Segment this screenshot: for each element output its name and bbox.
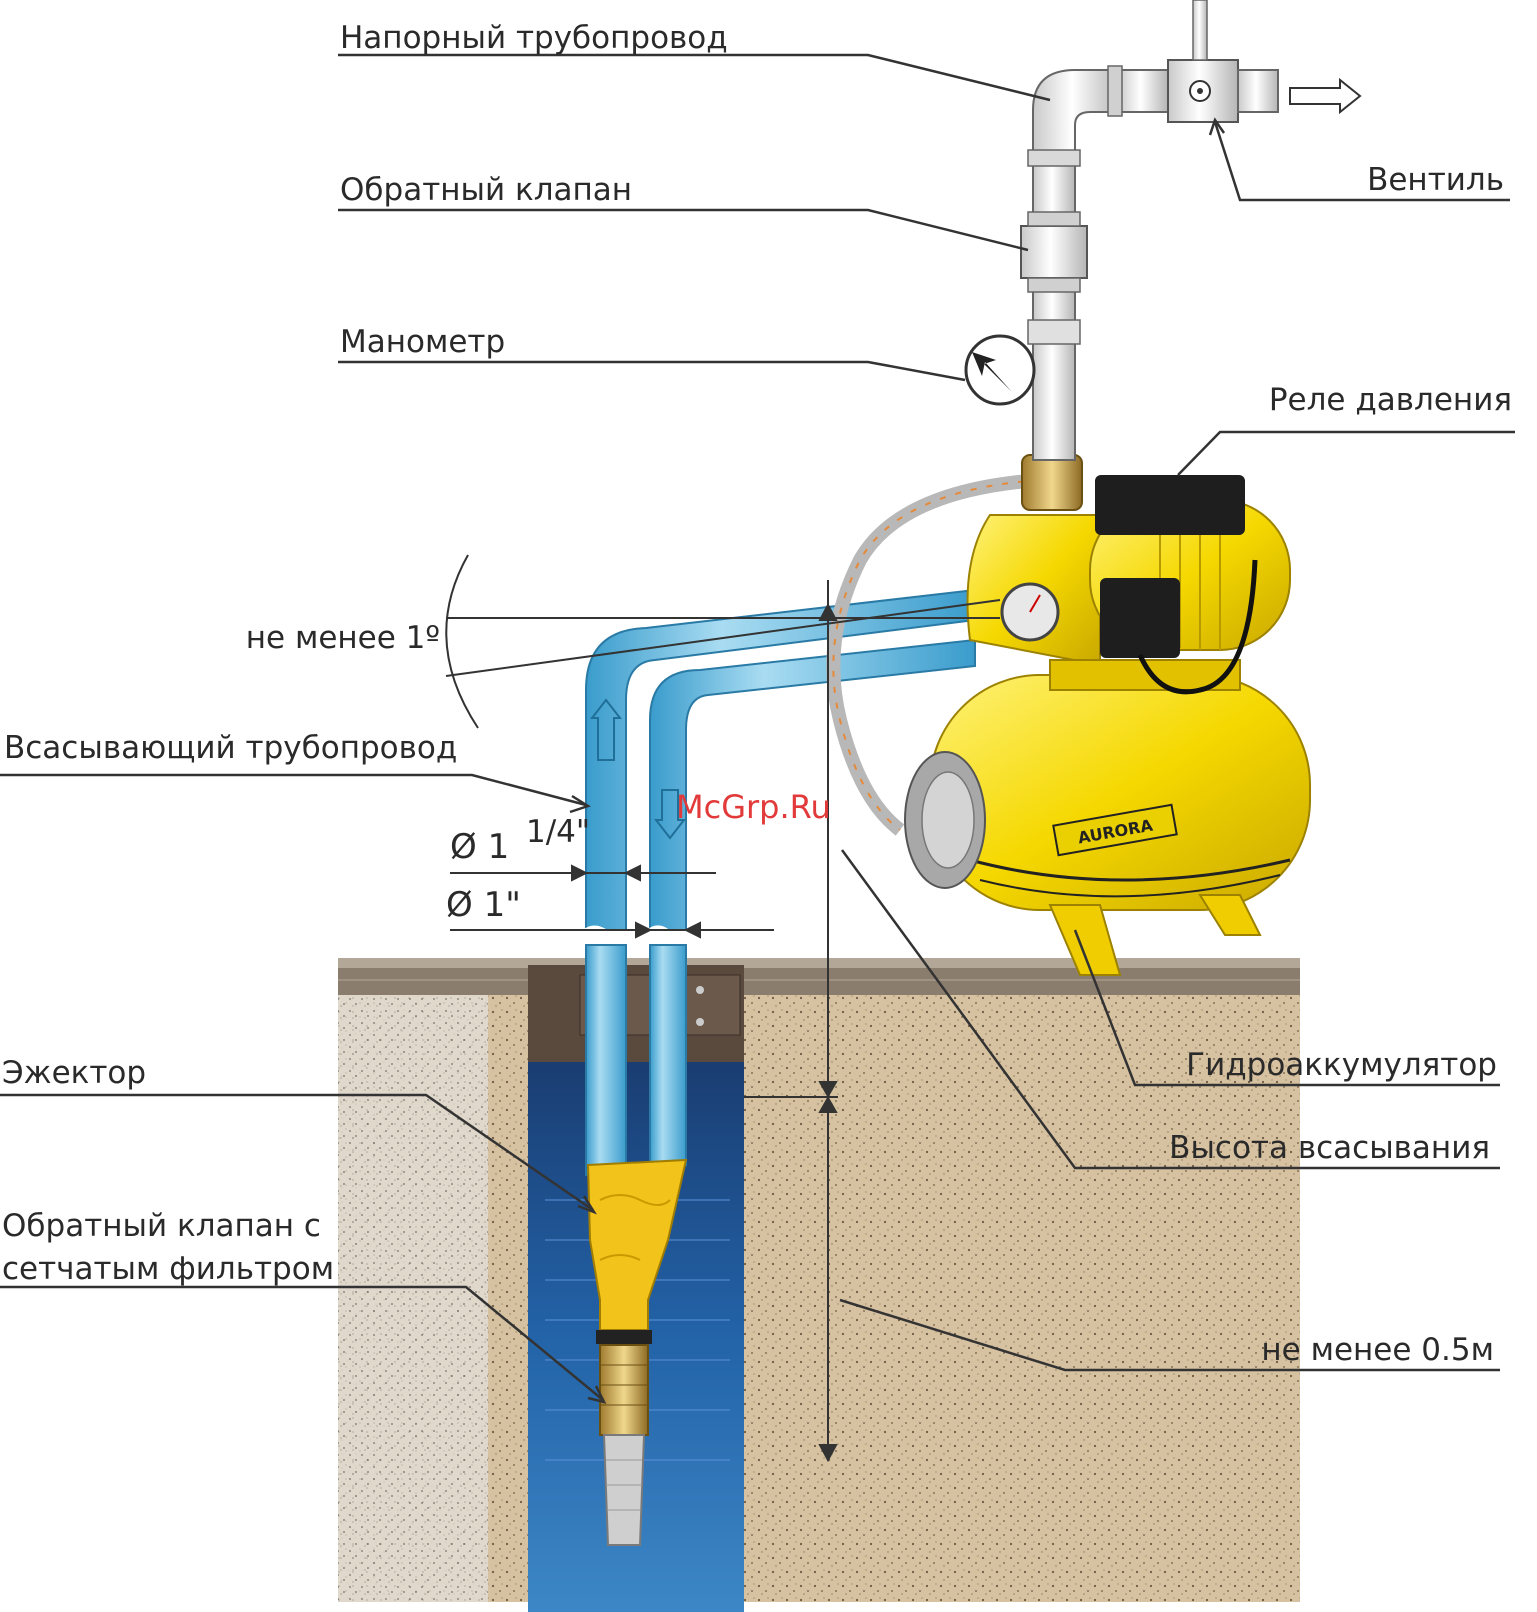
label-check-valve-filter-2: сетчатым фильтром — [2, 1251, 334, 1287]
label-angle-min: не менее 1º — [246, 620, 440, 656]
label-check-valve: Обратный клапан — [340, 172, 632, 208]
label-valve: Вентиль — [1367, 162, 1504, 198]
label-diameter-large: Ø 1 — [450, 827, 509, 867]
label-accumulator: Гидроаккумулятор — [1186, 1047, 1497, 1083]
label-suction-pipe: Всасывающий трубопровод — [4, 730, 457, 766]
label-diameter-large-fraction: 1/4" — [526, 814, 590, 850]
watermark: McGrp.Ru — [676, 788, 831, 826]
check-valve-filter — [600, 1345, 648, 1545]
label-pressure-pipe: Напорный трубопровод — [340, 20, 728, 56]
label-pressure-switch: Реле давления — [1269, 382, 1512, 418]
ground — [338, 958, 1300, 1602]
label-suction-height: Высота всасывания — [1169, 1130, 1490, 1166]
manometer-symbol — [966, 336, 1034, 404]
label-check-valve-filter-1: Обратный клапан с — [2, 1208, 321, 1244]
pump-station: AURORA — [905, 455, 1310, 975]
label-depth-min: не менее 0.5м — [1261, 1332, 1494, 1368]
label-diameter-small: Ø 1" — [446, 885, 521, 925]
label-ejector: Эжектор — [2, 1055, 146, 1091]
label-manometer: Манометр — [340, 324, 505, 360]
